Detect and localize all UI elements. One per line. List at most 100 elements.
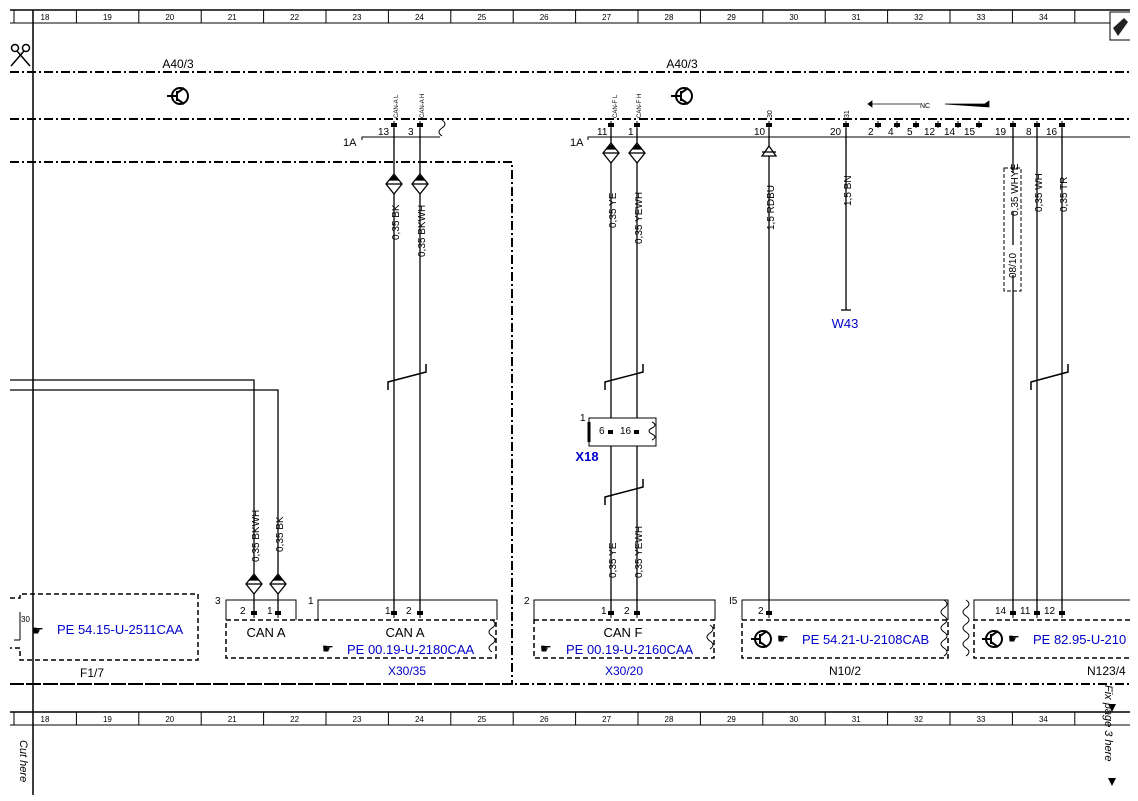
connector-x18: 1 6 16 [580, 413, 657, 447]
grid-column-label: 30 [789, 715, 798, 724]
reference-icon: ☛ [1008, 631, 1020, 646]
page-corner-icon [1109, 11, 1133, 41]
wire-label: 0,35 YE [608, 542, 619, 578]
connector-1a-left: 1A 13 3 CAN-A L CAN-A H [343, 94, 446, 149]
svg-text:2: 2 [524, 596, 530, 607]
module-a40-right: A40/3 [666, 57, 698, 71]
component-x30-35: 3 1 2 1 1 2 CAN A CAN A ☛ PE 00.19-U-218… [215, 596, 498, 678]
svg-text:12: 12 [924, 127, 936, 138]
svg-text:I5: I5 [729, 596, 738, 607]
grid-column-label: 24 [415, 13, 424, 22]
svg-text:30: 30 [767, 110, 774, 118]
control-unit-icon [751, 630, 772, 648]
grid-column-label: 33 [977, 13, 986, 22]
grid-column-label: 31 [852, 715, 861, 724]
wire-label: 0,35 BKWH [251, 510, 262, 562]
doc-link[interactable]: PE 00.19-U-2180CAA [347, 642, 475, 657]
svg-text:N10/2: N10/2 [829, 664, 861, 678]
svg-text:6: 6 [599, 426, 605, 437]
svg-text:8: 8 [1026, 127, 1032, 138]
svg-text:CAN-A H: CAN-A H [420, 94, 426, 118]
svg-text:11: 11 [597, 127, 608, 138]
control-unit-icon [671, 87, 693, 105]
control-unit-icon [167, 87, 189, 105]
svg-text:4: 4 [888, 127, 894, 138]
reference-icon: ☛ [322, 641, 334, 656]
svg-text:X30/20: X30/20 [605, 664, 643, 678]
fix-page-note: Fix page 3 here [1102, 685, 1114, 761]
wire-label: 0,35 YEWH [634, 192, 645, 244]
cut-here-bottom: Cut here [17, 740, 29, 782]
grid-column-label: 34 [1039, 13, 1048, 22]
svg-text:1: 1 [267, 606, 273, 617]
svg-text:CAN-A L: CAN-A L [394, 94, 400, 118]
svg-text:1A: 1A [570, 137, 584, 149]
svg-text:1: 1 [308, 596, 314, 607]
arrow-icon [760, 144, 778, 157]
doc-link[interactable]: PE 82.95-U-210 [1033, 632, 1126, 647]
wire-label-whye: 0,35 WHYE [1010, 163, 1021, 216]
svg-text:5: 5 [907, 127, 913, 138]
component-n10-2: I5 2 ☛ PE 54.21-U-2108CAB N10/2 [729, 596, 949, 678]
svg-text:1A: 1A [343, 137, 357, 149]
grid-column-label: 22 [290, 715, 299, 724]
svg-text:11: 11 [1020, 606, 1031, 617]
svg-text:12: 12 [1044, 606, 1056, 617]
svg-text:2: 2 [624, 606, 630, 617]
doc-link[interactable]: PE 00.19-U-2160CAA [566, 642, 694, 657]
grid-column-label: 26 [540, 715, 549, 724]
option-code: 08/10 [1008, 253, 1019, 278]
grid-column-label: 33 [977, 715, 986, 724]
svg-text:13: 13 [378, 127, 390, 138]
wire-label: 0,35 YEWH [634, 526, 645, 578]
grid-column-label: 32 [914, 13, 923, 22]
svg-text:16: 16 [620, 426, 632, 437]
reference-icon: ☛ [777, 631, 789, 646]
svg-text:3: 3 [215, 596, 221, 607]
svg-text:CAN A: CAN A [246, 625, 285, 640]
grid-column-label: 28 [665, 715, 674, 724]
doc-link[interactable]: PE 54.15-U-2511CAA [57, 622, 184, 637]
grid-column-label: 31 [852, 13, 861, 22]
wire-label: 0,35 YE [608, 192, 619, 228]
svg-text:1: 1 [580, 413, 586, 424]
svg-text:14: 14 [995, 606, 1007, 617]
module-a40-left: A40/3 [162, 57, 194, 71]
grid-column-label: 29 [727, 715, 736, 724]
svg-text:3: 3 [408, 127, 414, 138]
grid-column-label: 18 [41, 715, 50, 724]
doc-link[interactable]: PE 54.21-U-2108CAB [802, 632, 929, 647]
reference-icon: ☛ [540, 641, 552, 656]
x18-link[interactable]: X18 [575, 449, 598, 464]
wire-label: 1,5 BN [843, 175, 854, 206]
grid-column-label: 21 [228, 715, 237, 724]
svg-text:NC: NC [920, 103, 930, 110]
svg-text:1: 1 [385, 606, 391, 617]
grid-column-label: 21 [228, 13, 237, 22]
svg-text:2: 2 [240, 606, 246, 617]
svg-text:2: 2 [406, 606, 412, 617]
wire-label: 1,5 RDBU [766, 185, 777, 230]
svg-text:10: 10 [754, 127, 766, 138]
svg-text:N123/4: N123/4 [1087, 664, 1126, 678]
svg-text:1: 1 [628, 127, 634, 138]
svg-text:30: 30 [21, 615, 30, 624]
fix-arrow-icon-2 [1108, 704, 1116, 712]
grid-column-label: 24 [415, 715, 424, 724]
wire-label: 0,35 BK [275, 516, 286, 552]
grid-column-label: 19 [103, 715, 112, 724]
svg-text:CAN-F H: CAN-F H [637, 94, 643, 118]
svg-text:CAN A: CAN A [385, 625, 424, 640]
grid-column-label: 22 [290, 13, 299, 22]
svg-text:19: 19 [995, 127, 1007, 138]
connector-1a-right: 1A 11 1 10 20 2 4 5 12 14 15 19 8 16 CAN… [570, 94, 1130, 149]
grid-column-label: 30 [789, 13, 798, 22]
grid-column-label: 32 [914, 715, 923, 724]
ground-w43-link[interactable]: W43 [832, 316, 859, 331]
component-n123-4: 14 11 12 ☛ PE 82.95-U-210 N123/4 [962, 599, 1130, 678]
component-x30-20: 2 1 2 CAN F ☛ PE 00.19-U-2160CAA X30/20 [524, 596, 716, 678]
svg-text:2: 2 [868, 127, 874, 138]
